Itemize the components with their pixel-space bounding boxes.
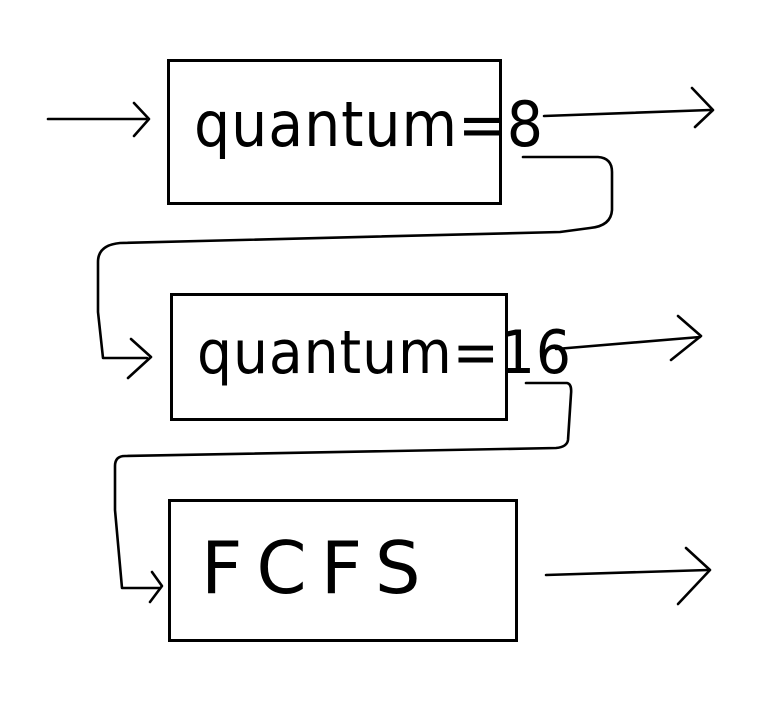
exit-arrow-1-head (690, 86, 715, 129)
queue-2-label: quantum=16 (197, 318, 572, 388)
queue-1-label: quantum=8 (194, 88, 544, 161)
queue-box-3: FCFS (168, 499, 518, 642)
demotion-arrow-1-head (126, 337, 153, 380)
exit-arrow-3 (544, 568, 710, 577)
demotion-arrow-1 (96, 155, 614, 360)
demotion-arrow-2-head (148, 570, 164, 604)
exit-arrow-1 (542, 108, 712, 118)
exit-arrow-2-head (669, 314, 703, 362)
queue-3-label: FCFS (201, 526, 435, 610)
queue-box-1: quantum=8 (167, 59, 543, 205)
entry-arrow-head (132, 101, 151, 138)
demotion-arrow-2 (113, 381, 573, 590)
exit-arrow-2 (554, 335, 702, 351)
queue-box-2: quantum=16 (170, 293, 571, 421)
exit-arrow-3-head (676, 546, 712, 606)
